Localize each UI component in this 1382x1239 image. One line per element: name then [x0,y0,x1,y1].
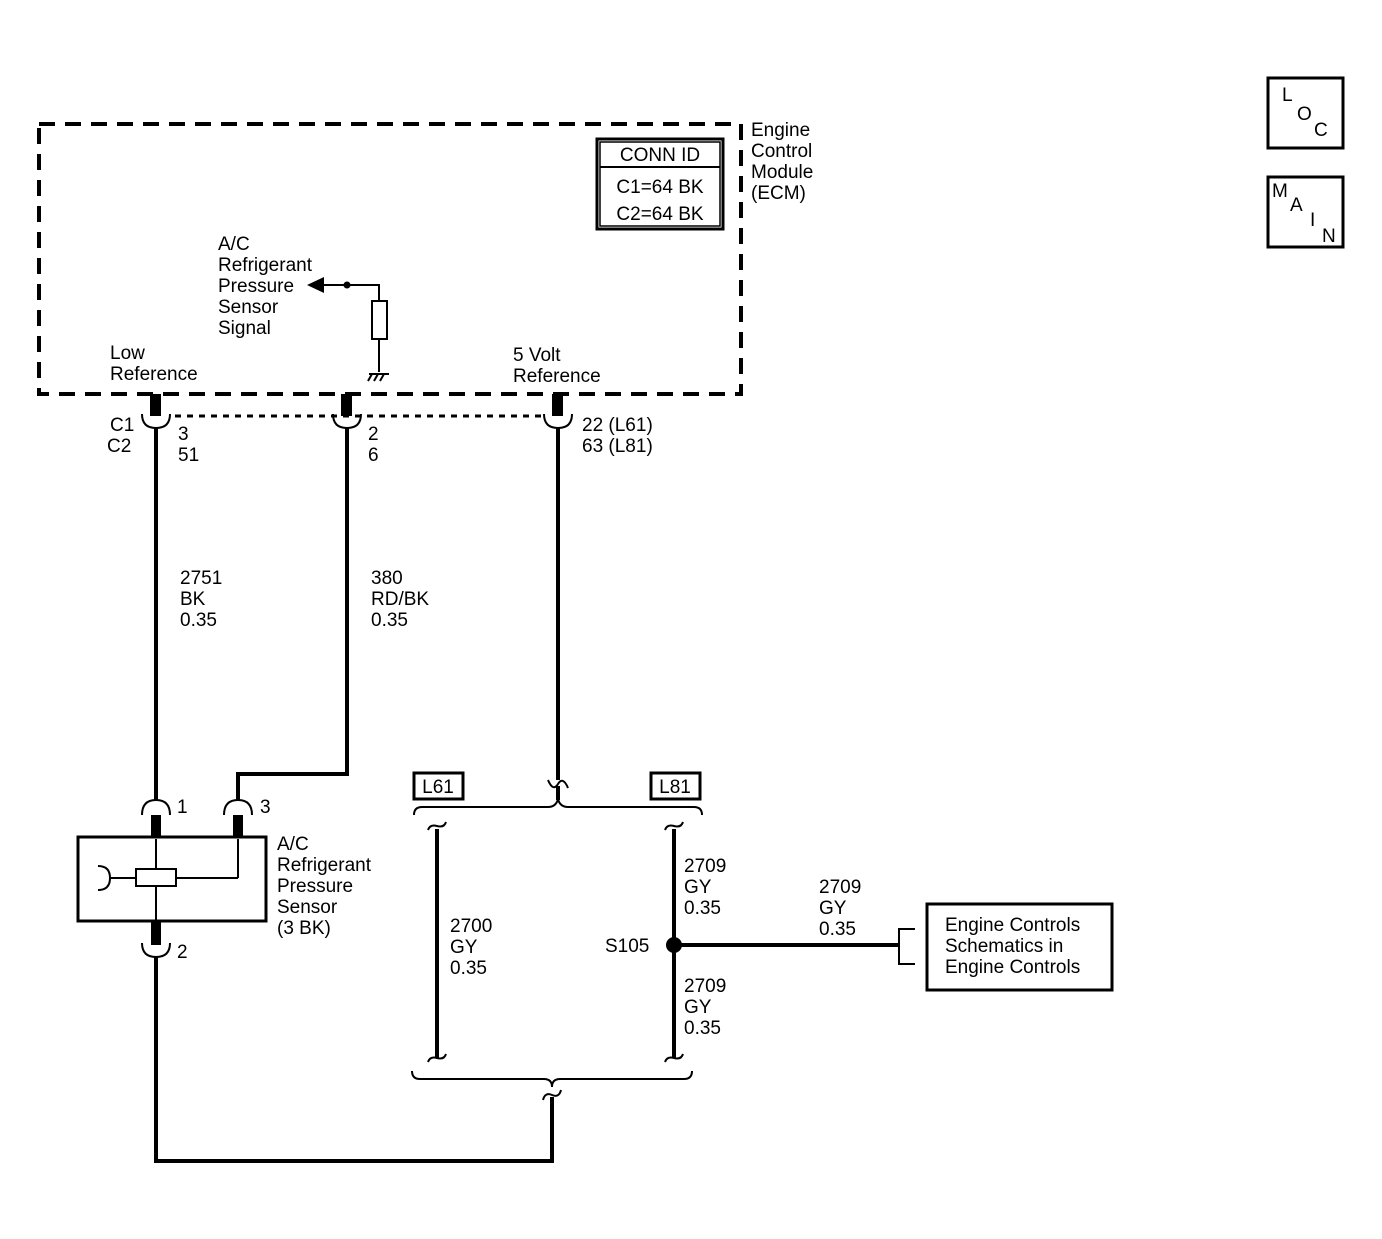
svg-text:Engine Controls: Engine Controls [945,915,1080,936]
wire-2709-upper-label: 2709 GY 0.35 [684,856,732,919]
conn-id-row: C1=64 BK [616,177,703,198]
svg-text:L61: L61 [422,777,454,798]
5v-ref-pin-numbers: 22 (L61) 63 (L81) [582,415,658,457]
wire-2751-label: 2751 BK 0.35 [180,568,228,631]
sensor-pin-2-number: 2 [177,942,188,963]
low-reference-label: Low Reference [110,343,198,385]
svg-text:L81: L81 [659,777,691,798]
connector-ids: C1 C2 [107,415,140,457]
svg-text:A: A [1290,195,1303,216]
wire-380-label: 380 RD/BK 0.35 [371,568,434,631]
ecm-title: Engine Control Module (ECM) [751,120,819,204]
sensor-pin-3-connector [223,798,253,816]
svg-text:Engine Controls: Engine Controls [945,957,1080,978]
sensor-label: A/C Refrigerant Pressure Sensor (3 BK) [277,834,376,939]
main-button[interactable]: M A I N [1266,175,1345,249]
conn-id-title: CONN ID [620,145,700,166]
ecm-pin-5v-ref [543,394,573,430]
wire-sensor-return [154,957,554,1163]
svg-text:C: C [1314,120,1328,141]
signal-pin-numbers: 2 6 [368,424,384,466]
signal-circuit [307,277,389,382]
sensor-pin-1-number: 1 [177,797,188,818]
signal-label: A/C Refrigerant Pressure Sensor Signal [218,234,317,339]
option-l81-badge: L81 [649,771,702,801]
wire-signal [236,428,349,800]
sensor-pin-1-connector [141,798,171,816]
wire-2709-engine-label: 2709 GY 0.35 [819,877,867,940]
option-split-brace-top [413,798,703,816]
conn-id-box: CONN ID C1=64 BK C2=64 BK [595,137,725,231]
ecm-outline [37,122,743,396]
conn-id-row: C2=64 BK [616,204,703,225]
sensor-pin-3-number: 3 [260,797,271,818]
svg-text:O: O [1297,104,1312,125]
svg-text:L: L [1282,85,1293,106]
ecm-pin-signal [332,394,362,430]
five-volt-reference-label: 5 Volt Reference [513,345,601,387]
sensor-pin-2-connector [141,942,171,959]
low-ref-pin-numbers: 3 51 [178,424,199,466]
svg-text:Schematics in: Schematics in [945,936,1063,957]
wire-5v-ref-break [547,779,569,789]
option-merge-brace-bottom [411,1070,693,1088]
svg-text:N: N [1322,226,1336,247]
splice-s105-label: S105 [605,936,649,957]
engine-controls-link[interactable]: Engine Controls Schematics in Engine Con… [925,902,1114,992]
wire-2700-label: 2700 GY 0.35 [450,916,498,979]
resistor-icon [371,300,388,340]
wire-2709-lower-label: 2709 GY 0.35 [684,976,732,1039]
loc-button[interactable]: L O C [1266,76,1345,150]
engine-controls-connector [898,928,915,965]
ecm-pin-low-ref [141,394,171,430]
ground-icon [367,373,389,382]
svg-text:M: M [1272,181,1288,202]
sensor-element-icon [135,868,177,887]
svg-text:I: I [1310,210,1315,231]
option-l61-badge: L61 [412,771,465,801]
